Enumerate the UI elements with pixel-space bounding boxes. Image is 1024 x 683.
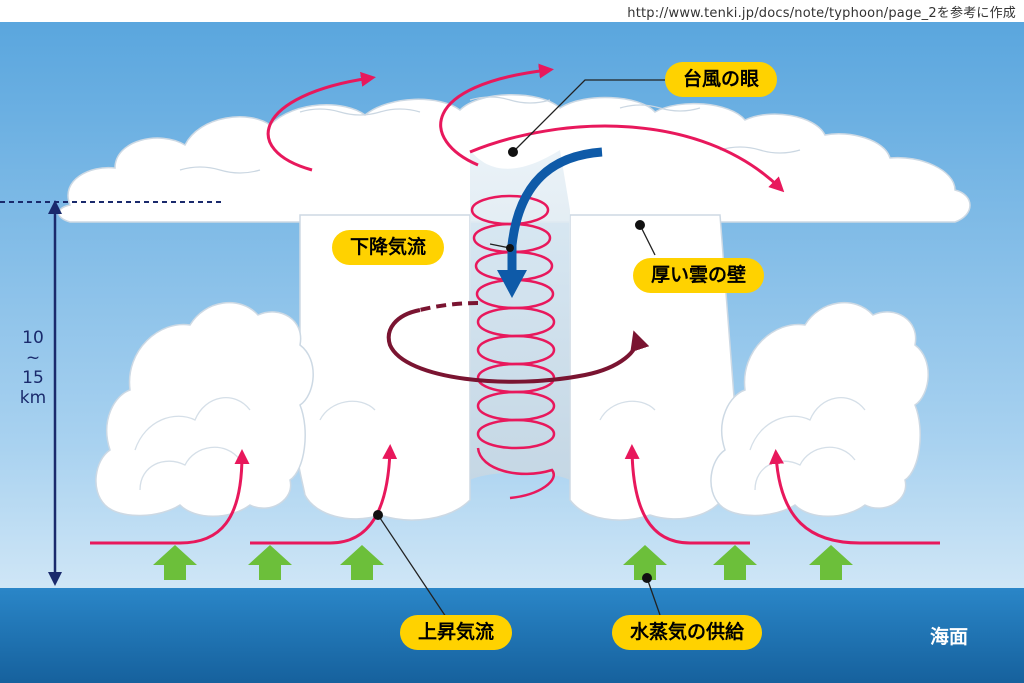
height-scale-label: 10 ~ 15 km (18, 328, 48, 408)
source-credit: http://www.tenki.jp/docs/note/typhoon/pa… (627, 6, 1016, 21)
label-sea-surface: 海面 (930, 626, 969, 648)
rotation-arrow-icon (386, 301, 650, 384)
label-eye: 台風の眼 (665, 62, 778, 97)
outer-cloud-detail (134, 397, 866, 491)
up-arrow-icon (153, 545, 197, 580)
spiral-wind-icon (470, 194, 556, 500)
label-eyewall: 厚い雲の壁 (633, 258, 765, 293)
height-bottom: 15 (22, 368, 44, 388)
updraft-arrows (90, 444, 940, 545)
label-downdraft: 下降気流 (332, 230, 445, 265)
height-tilde: ~ (25, 348, 41, 368)
height-scale (0, 200, 225, 586)
vapor-supply-arrows (153, 545, 853, 580)
label-vapor-supply: 水蒸気の供給 (612, 615, 763, 650)
up-arrow-icon (623, 545, 667, 580)
outflow-arrows (266, 63, 785, 193)
outer-clouds (95, 301, 929, 517)
leader-dots (373, 147, 652, 583)
height-top: 10 (22, 328, 44, 348)
cloud-anvil (58, 94, 971, 223)
label-updraft: 上昇気流 (400, 615, 513, 650)
up-arrow-icon (248, 545, 292, 580)
eyewall-clouds (294, 214, 740, 521)
up-arrow-icon (809, 545, 853, 580)
cloud-texture (179, 96, 801, 174)
sea (0, 588, 1024, 683)
up-arrow-icon (340, 545, 384, 580)
height-unit: km (19, 388, 47, 408)
up-arrow-icon (713, 545, 757, 580)
down-arrow-icon (497, 147, 603, 298)
